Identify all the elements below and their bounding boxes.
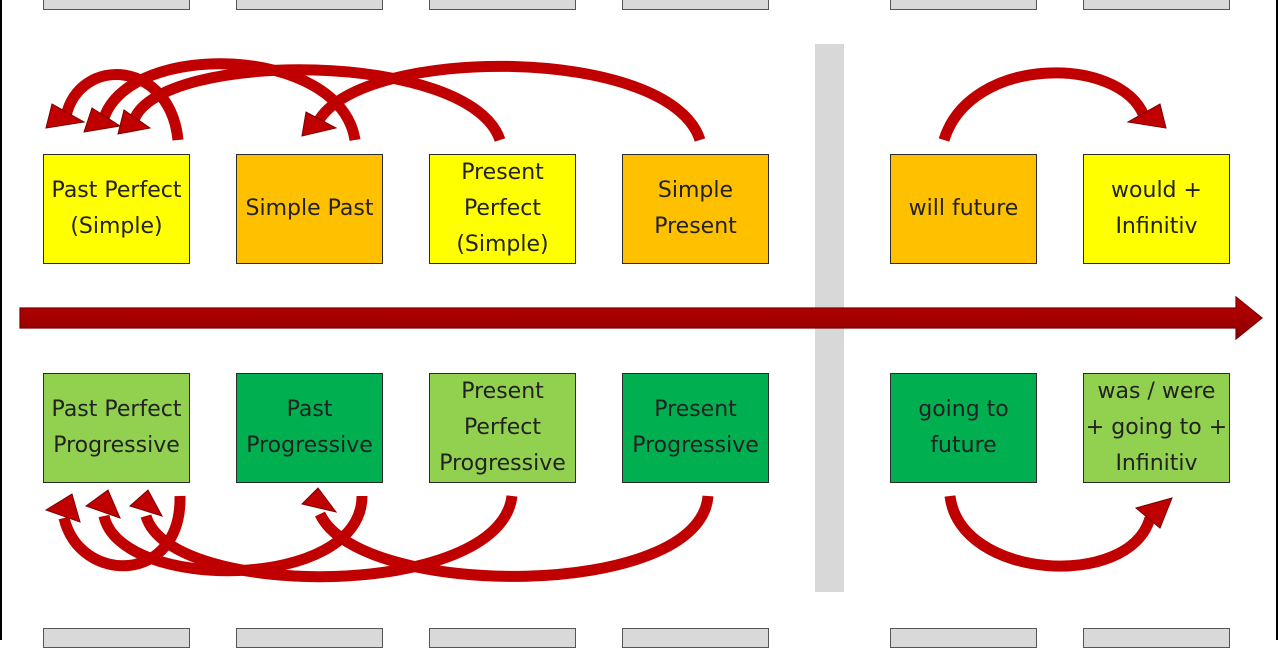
tense-box-going-to-future: going to future (890, 373, 1037, 483)
tense-box-present-progressive: Present Progressive (622, 373, 769, 483)
tense-box-would-infinitiv: would + Infinitiv (1083, 154, 1230, 264)
tense-box-simple-past: Simple Past (236, 154, 383, 264)
arc-bottom-4 (315, 495, 714, 582)
ghost-box-top-6 (1083, 0, 1230, 10)
ghost-box-top-2 (236, 0, 383, 10)
arc-top-4 (313, 60, 706, 143)
tense-box-past-perfect-progressive: Past Perfect Progressive (43, 373, 190, 483)
tense-box-simple-present: Simple Present (622, 154, 769, 264)
arrowhead-bottom-1 (44, 493, 81, 523)
arrowhead-bottom-2 (84, 489, 121, 519)
arc-top-1 (60, 69, 184, 141)
arc-bottom-3 (140, 494, 518, 583)
arrowhead-bottom-5 (1134, 497, 1173, 529)
ghost-box-top-5 (890, 0, 1037, 10)
tense-box-present-perfect-progressive: Present Perfect Progressive (429, 373, 576, 483)
arc-bottom-1 (58, 495, 186, 572)
tense-box-will-future: will future (890, 154, 1037, 264)
arrowhead-top-2 (83, 107, 122, 133)
arc-top-3 (128, 64, 506, 143)
arc-top-5 (938, 67, 1150, 142)
tense-box-was-were-going-to-infinitiv: was / were + going to + Infinitiv (1083, 373, 1230, 483)
timeline-arrow (19, 295, 1263, 341)
arrowhead-bottom-4 (301, 487, 338, 513)
ghost-box-top-1 (43, 0, 190, 10)
ghost-box-top-4 (622, 0, 769, 10)
arrowhead-top-5 (1126, 103, 1167, 129)
tense-box-past-perfect-simple: Past Perfect (Simple) (43, 154, 190, 264)
ghost-box-top-3 (429, 0, 576, 10)
arc-top-2 (98, 58, 361, 142)
arc-bottom-5 (944, 495, 1156, 572)
arrowhead-top-3 (117, 109, 152, 135)
tense-box-present-perfect-simple: Present Perfect (Simple) (429, 154, 576, 264)
tense-box-past-progressive: Past Progressive (236, 373, 383, 483)
arrowhead-top-4 (301, 111, 338, 137)
arrowhead-bottom-3 (129, 489, 164, 517)
arrowhead-top-1 (45, 103, 86, 129)
